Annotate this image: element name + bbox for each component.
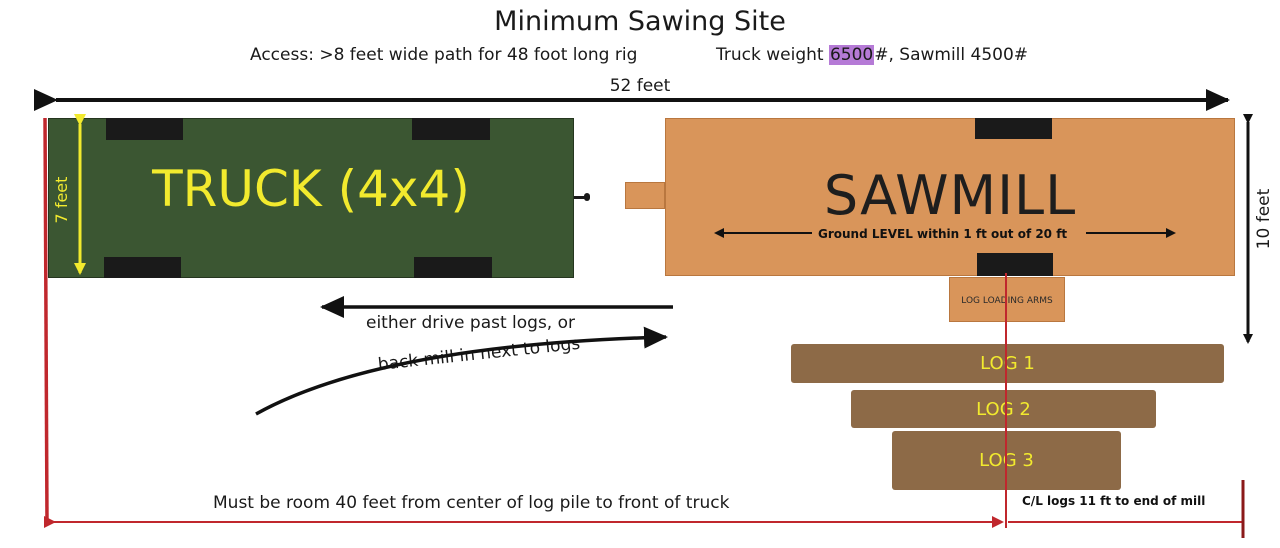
hitch-ball: [584, 193, 590, 201]
log-2: [851, 390, 1156, 428]
truck-label: TRUCK (4x4): [152, 160, 470, 218]
access-note: Access: >8 feet wide path for 48 foot lo…: [250, 45, 638, 65]
log-1-label: LOG 1: [980, 353, 1035, 374]
back-mill-arrow: [255, 326, 668, 416]
truck-wheel: [104, 257, 181, 278]
path-note-1: either drive past logs, or: [366, 313, 576, 333]
ground-level-note: Ground LEVEL within 1 ft out of 20 ft: [818, 227, 1068, 241]
weight-suffix: #, Sawmill 4500#: [874, 45, 1029, 65]
truck-wheel: [414, 257, 492, 278]
sawmill-tongue: [625, 182, 665, 209]
weight-note: Truck weight 6500#, Sawmill 4500#: [716, 45, 1028, 65]
truck-wheel: [106, 118, 183, 140]
hitch-bar: [574, 196, 588, 199]
truck-front-line: [43, 117, 49, 523]
sawmill-body: [665, 118, 1235, 276]
sawmill-wheel: [975, 118, 1052, 139]
centerline-note: C/L logs 11 ft to end of mill: [1022, 494, 1206, 508]
truck-wheel: [412, 118, 490, 140]
weight-prefix: Truck weight: [716, 45, 829, 65]
log-2-label: LOG 2: [976, 399, 1031, 420]
weight-highlight: 6500: [828, 45, 875, 65]
truck-body: [48, 118, 574, 278]
clearance-note: Must be room 40 feet from center of log …: [213, 493, 730, 513]
sawmill-wheel: [977, 253, 1053, 276]
diagram-title: Minimum Sawing Site: [494, 6, 786, 37]
log-1: [791, 344, 1224, 383]
sawmill-label: SAWMILL: [823, 164, 1077, 227]
